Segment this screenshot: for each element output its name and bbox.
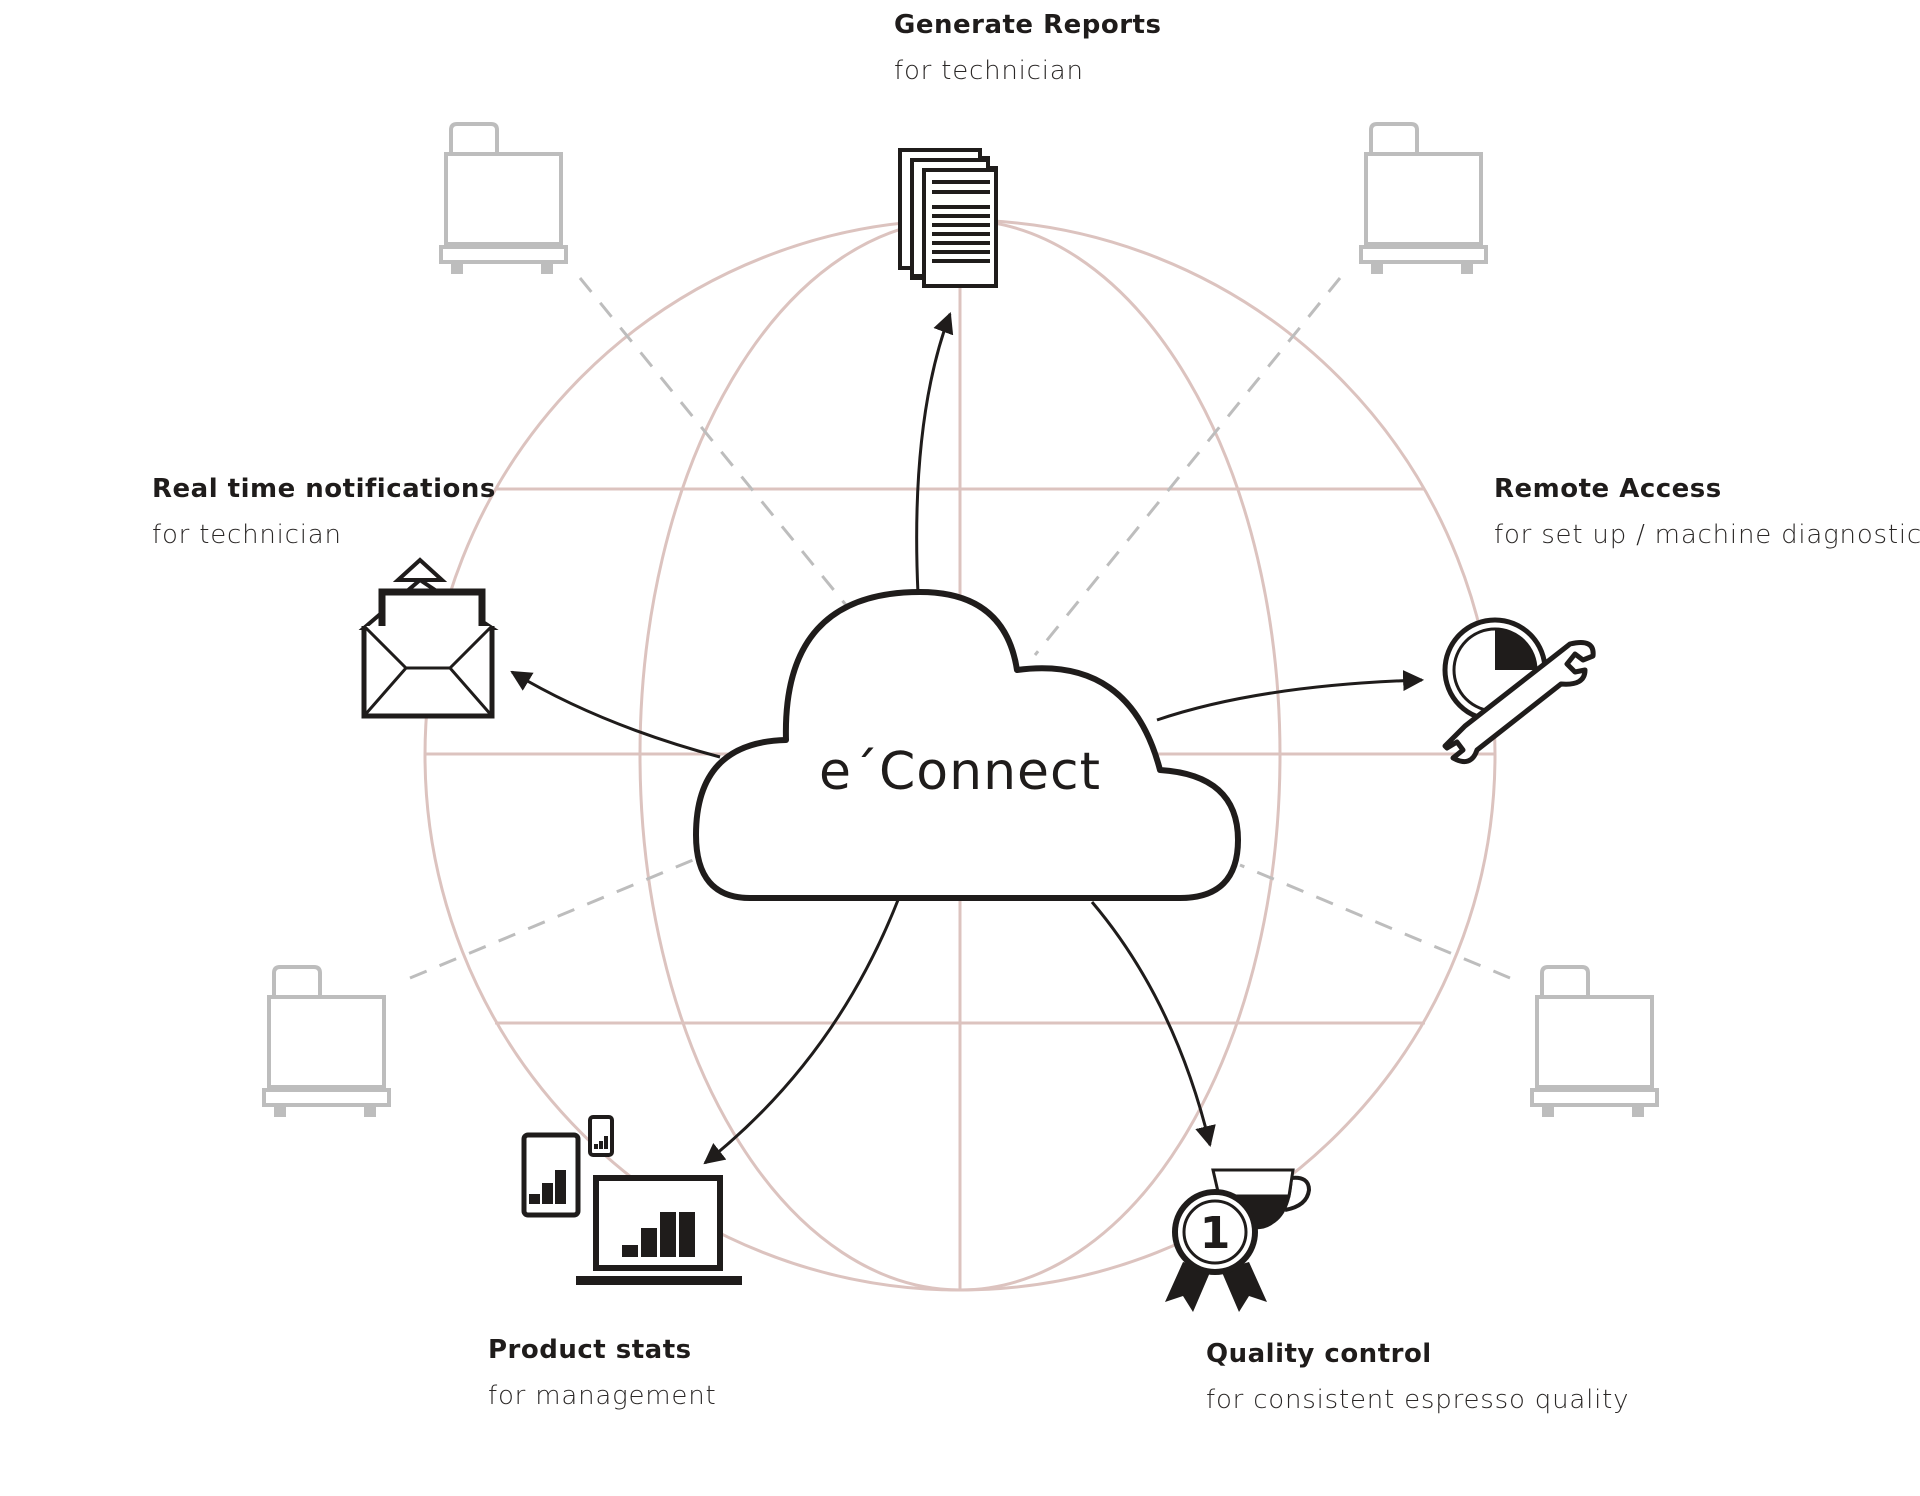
connector-top-right <box>1033 277 1342 656</box>
connector-bottom-right <box>1239 863 1511 980</box>
feature-subtitle: for technician <box>152 520 342 550</box>
feature-remote-access: Remote Access for set up / machine diagn… <box>1494 472 1920 552</box>
feature-title: Real time notifications <box>152 474 496 504</box>
arrow-to-notifications <box>510 670 721 759</box>
feature-subtitle: for management <box>488 1381 717 1411</box>
feature-title: Product stats <box>488 1335 692 1365</box>
gauge-wrench-icon <box>1442 617 1596 765</box>
feature-real-time-notifications: Real time notifications for technician <box>152 472 496 552</box>
feature-title: Generate Reports <box>894 10 1162 40</box>
feature-title: Remote Access <box>1494 474 1722 504</box>
arrow-to-remote-access <box>1156 670 1425 722</box>
envelope-icon <box>358 557 499 719</box>
espresso-machine-icon <box>439 122 568 274</box>
award-cup-icon: 1 <box>1165 1168 1312 1312</box>
feature-product-stats: Product stats for management <box>488 1333 716 1413</box>
arrow-to-reports <box>915 312 954 595</box>
devices-bar-chart-icon <box>521 1115 742 1285</box>
feature-subtitle: for set up / machine diagnostics <box>1494 520 1920 550</box>
arrow-to-quality-control <box>1090 901 1216 1148</box>
machine-connectors <box>409 277 1511 980</box>
espresso-machine-icon <box>262 965 391 1117</box>
feature-quality-control: Quality control for consistent espresso … <box>1206 1337 1629 1417</box>
connector-top-left <box>578 277 852 611</box>
econnect-title: e´Connect <box>819 742 1101 802</box>
documents-icon <box>898 148 998 288</box>
connector-bottom-left <box>409 853 706 980</box>
feature-title: Quality control <box>1206 1339 1432 1369</box>
award-number: 1 <box>1200 1208 1231 1259</box>
arrows <box>510 312 1425 1165</box>
cloud-icon <box>693 589 1241 901</box>
feature-generate-reports: Generate Reports for technician <box>894 8 1161 88</box>
espresso-machine-icon <box>1530 965 1659 1117</box>
espresso-machine-icon <box>1359 122 1488 274</box>
arrow-to-product-stats <box>703 899 900 1165</box>
feature-subtitle: for technician <box>894 56 1084 86</box>
feature-subtitle: for consistent espresso quality <box>1206 1385 1630 1415</box>
